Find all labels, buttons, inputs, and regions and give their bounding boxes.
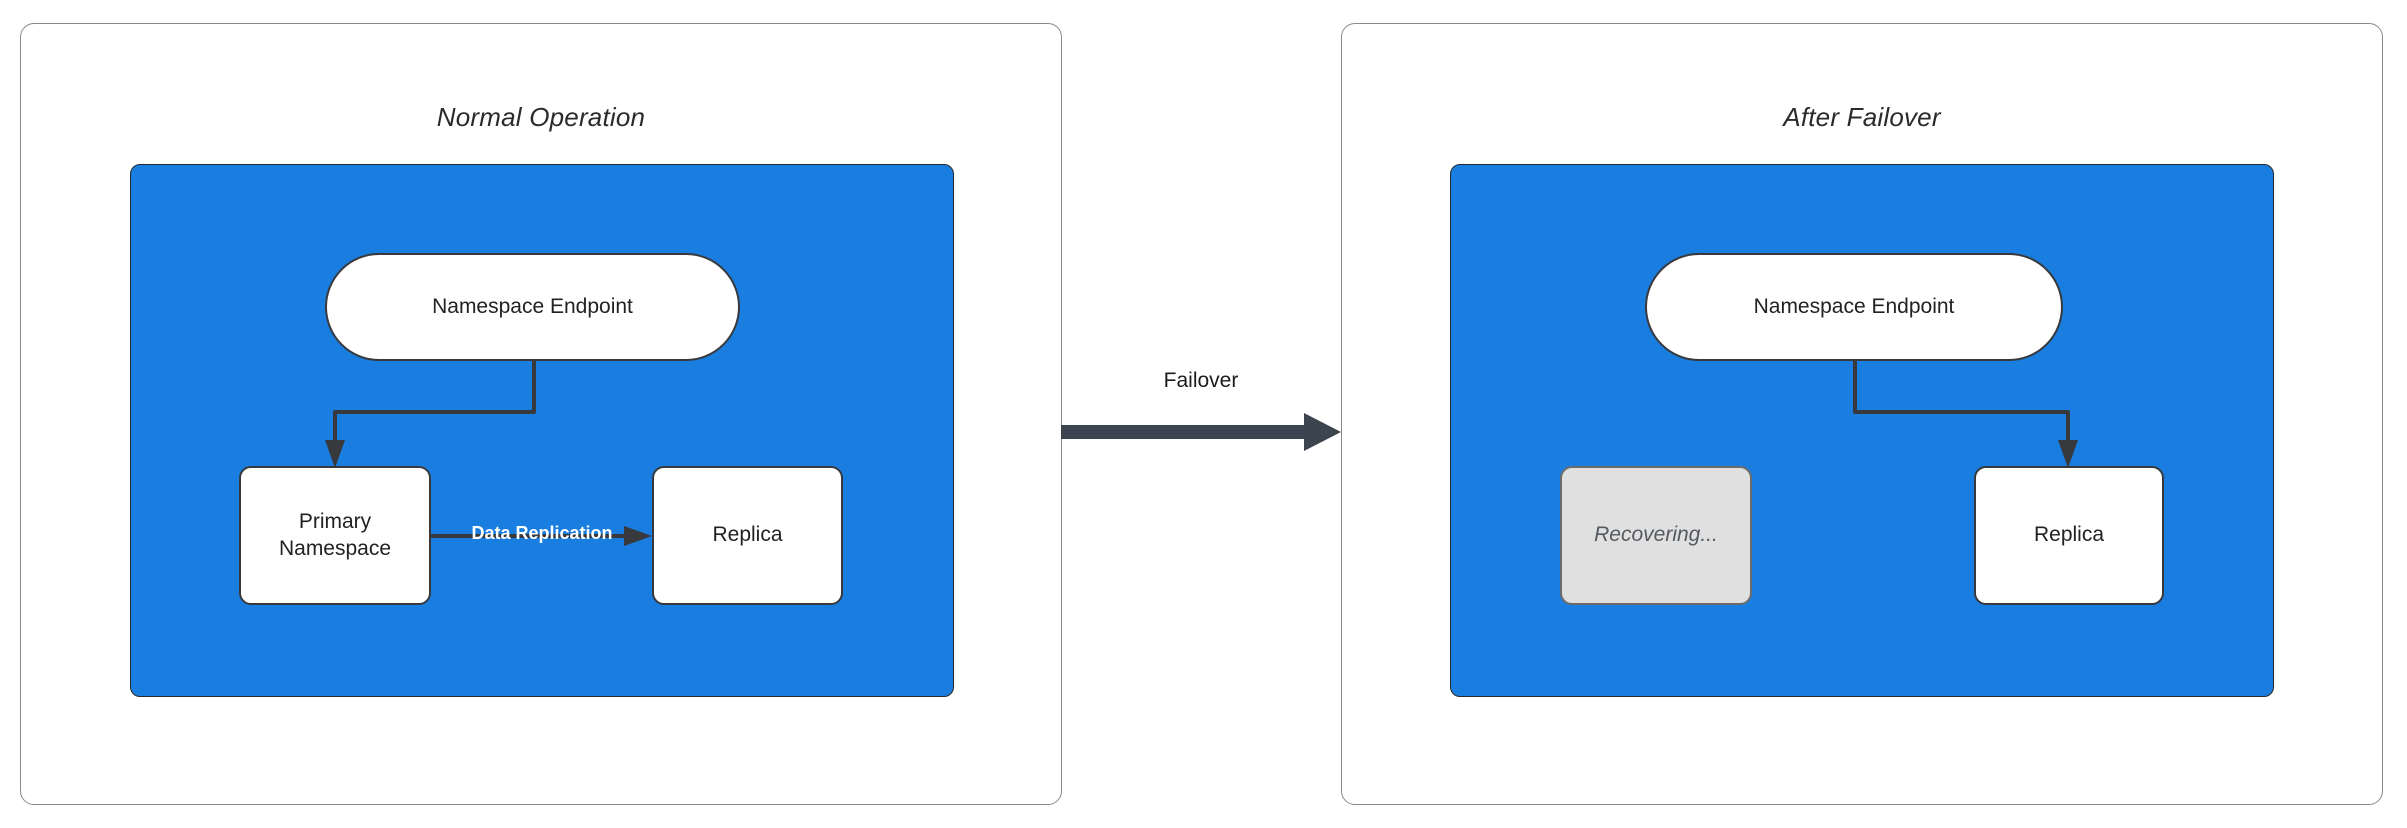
node-label: Replica (712, 523, 783, 547)
right-arrow-icon-shaft (1061, 425, 1306, 439)
node-replica-left[interactable]: Replica (652, 466, 843, 605)
edge-label-data-replication: Data Replication (471, 523, 613, 543)
region-after-failover (1450, 164, 2274, 697)
node-namespace-endpoint-left[interactable]: Namespace Endpoint (325, 253, 740, 361)
transition-arrow-failover (1061, 413, 1341, 451)
node-label: Namespace Endpoint (1753, 294, 1955, 318)
region-normal-operation (130, 164, 954, 697)
panel-title-after-failover: After Failover (1783, 102, 1941, 132)
node-namespace-endpoint-right[interactable]: Namespace Endpoint (1645, 253, 2063, 361)
panel-title-normal-operation: Normal Operation (436, 102, 646, 132)
node-label: Replica (2033, 523, 2105, 547)
node-label-line1: Primary (298, 509, 372, 533)
node-label-line2: Namespace (278, 536, 392, 560)
node-primary-namespace[interactable]: Primary Namespace (239, 466, 431, 605)
transition-label-failover: Failover (1163, 369, 1239, 392)
right-arrow-icon-head (1304, 413, 1341, 451)
node-replica-right[interactable]: Replica (1974, 466, 2164, 605)
node-recovering[interactable]: Recovering... (1560, 466, 1752, 605)
node-label: Primary Namespace (279, 509, 391, 563)
node-label: Recovering... (1594, 523, 1718, 547)
node-label: Namespace Endpoint (432, 294, 633, 318)
